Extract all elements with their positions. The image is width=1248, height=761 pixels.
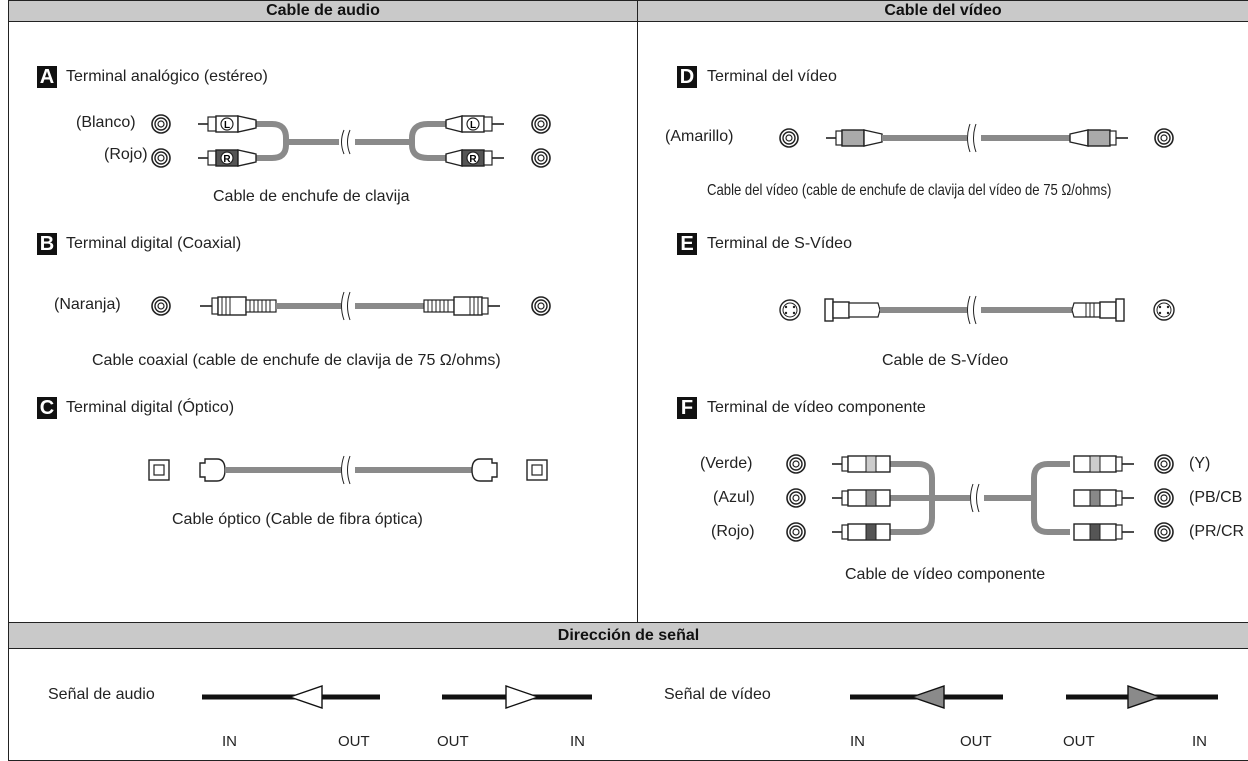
jack-f-y-right: [1154, 454, 1174, 474]
jack-f-pr-right: [1154, 522, 1174, 542]
section-b-title: Terminal digital (Coaxial): [66, 235, 242, 252]
jack-f-green-left: [786, 454, 806, 474]
caption-b: Cable coaxial (cable de enchufe de clavi…: [92, 352, 501, 369]
plugs-f-left: [832, 455, 891, 541]
jack-f-blue-left: [786, 488, 806, 508]
video-arrow-in-right: [1066, 685, 1218, 709]
video-arrow1-out: OUT: [960, 733, 992, 750]
cable-c: [199, 455, 498, 485]
caption-f: Cable de vídeo componente: [845, 566, 1046, 583]
plug-mark-r-left: R: [223, 154, 231, 165]
header-direction: Dirección de señal: [9, 623, 1248, 649]
break-mark-a: [341, 129, 351, 155]
video-arrow2-in: IN: [1192, 733, 1207, 750]
optical-port-left: [148, 459, 170, 481]
video-arrow-in-left: [850, 685, 1003, 709]
jack-f-red-left: [786, 522, 806, 542]
cable-a: [255, 121, 447, 161]
audio-arrow2-out: OUT: [437, 733, 469, 750]
jack-d-left: [779, 128, 799, 148]
jack-b-left: [151, 296, 171, 316]
break-mark-f: [970, 483, 980, 513]
plug-mark-l-left: L: [224, 120, 230, 131]
label-verde: (Verde): [700, 455, 753, 472]
section-d-title: Terminal del vídeo: [707, 68, 837, 85]
column-divider: [637, 0, 638, 622]
label-amarillo: (Amarillo): [665, 128, 734, 145]
jack-f-pb-right: [1154, 488, 1174, 508]
section-c-title: Terminal digital (Óptico): [66, 399, 235, 416]
label-azul: (Azul): [713, 489, 755, 506]
audio-arrow-in-right: [442, 685, 592, 709]
audio-arrow2-in: IN: [570, 733, 585, 750]
plug-a-right-white: [445, 115, 504, 133]
badge-f: F: [677, 397, 697, 419]
caption-e: Cable de S-Vídeo: [882, 352, 1009, 369]
label-y: (Y): [1189, 455, 1211, 472]
badge-c: C: [37, 397, 57, 419]
caption-d: Cable del vídeo (cable de enchufe de cla…: [707, 182, 1112, 199]
plug-a-left-white: [198, 115, 257, 133]
label-pr-cr: (PR/CR: [1189, 523, 1245, 540]
audio-arrow-in-left: [202, 685, 380, 709]
plug-a-right-red: [445, 149, 504, 167]
cable-d: [826, 123, 1128, 153]
jack-b-right: [531, 296, 551, 316]
jack-d-right: [1154, 128, 1174, 148]
badge-d: D: [677, 66, 697, 88]
label-pb-cb: (PB/CB: [1189, 489, 1243, 506]
jack-a-red-right: [531, 148, 551, 168]
svideo-port-left: [779, 299, 801, 321]
cable-b: [200, 291, 500, 321]
audio-arrow1-in: IN: [222, 733, 237, 750]
cable-e: [824, 295, 1125, 325]
section-divider: [8, 622, 1248, 623]
header-video: Cable del vídeo: [638, 1, 1248, 22]
badge-b: B: [37, 233, 57, 255]
signal-video-label: Señal de vídeo: [664, 686, 771, 703]
section-f-title: Terminal de vídeo componente: [707, 399, 926, 416]
jack-a-white-left: [151, 114, 171, 134]
jack-a-red-left: [151, 148, 171, 168]
svideo-port-right: [1153, 299, 1175, 321]
section-e-title: Terminal de S-Vídeo: [707, 235, 852, 252]
section-a-title: Terminal analógico (estéreo): [66, 68, 268, 85]
plug-mark-r-right: R: [469, 154, 477, 165]
plugs-f-right: [1073, 455, 1134, 541]
cable-f: [890, 461, 1070, 535]
video-arrow1-in: IN: [850, 733, 865, 750]
caption-a: Cable de enchufe de clavija: [213, 188, 410, 205]
signal-audio-label: Señal de audio: [48, 686, 155, 703]
jack-a-white-right: [531, 114, 551, 134]
audio-arrow1-out: OUT: [338, 733, 370, 750]
video-arrow2-out: OUT: [1063, 733, 1095, 750]
badge-e: E: [677, 233, 697, 255]
label-rojo-audio: (Rojo): [104, 146, 148, 163]
label-naranja: (Naranja): [54, 296, 121, 313]
plug-mark-l-right: L: [470, 120, 476, 131]
badge-a: A: [37, 66, 57, 88]
label-rojo-video: (Rojo): [711, 523, 755, 540]
caption-c: Cable óptico (Cable de fibra óptica): [172, 511, 423, 528]
optical-port-right: [526, 459, 548, 481]
plug-a-left-red: [198, 149, 257, 167]
label-blanco: (Blanco): [76, 114, 136, 131]
header-audio: Cable de audio: [9, 1, 637, 22]
